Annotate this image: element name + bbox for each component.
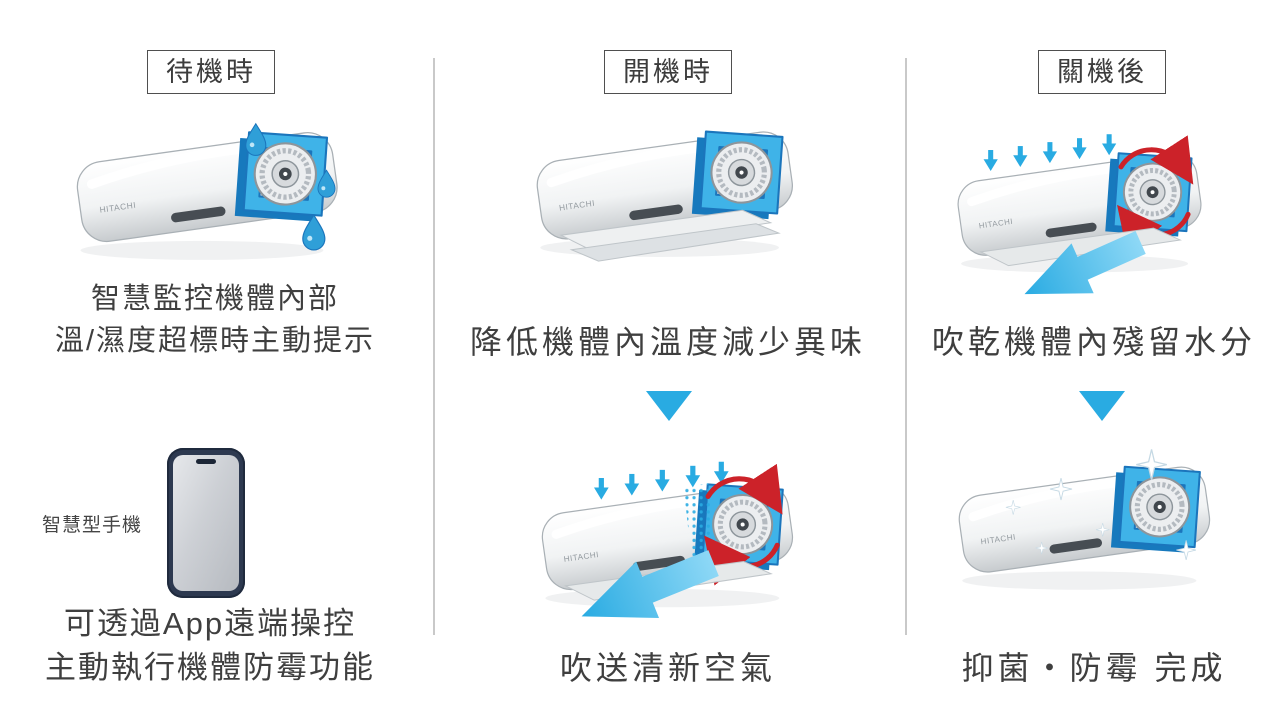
poweron-title-box: 開機時: [604, 50, 732, 94]
poweroff-title: 關機後: [1057, 57, 1147, 87]
poweron-footer-text: 吹送清新空氣: [559, 650, 776, 686]
flow-down-arrow-icon: [1079, 391, 1125, 421]
standby-caption: 智慧監控機體內部 溫/濕度超標時主動提示: [0, 278, 430, 362]
standby-caption-line1: 智慧監控機體內部: [90, 283, 339, 315]
poweroff-caption: 吹乾機體內殘留水分: [908, 322, 1280, 362]
flow-down-arrow-icon: [646, 391, 692, 421]
open-flap: [559, 209, 781, 262]
poweron-title: 開機時: [623, 57, 713, 87]
poweron-caption-text: 降低機體內溫度減少異味: [469, 324, 866, 360]
ac-unit-drying-illustration: [945, 134, 1217, 315]
smartphone-illustration: [167, 448, 245, 598]
poweron-caption: 降低機體內溫度減少異味: [438, 322, 898, 362]
standby-caption-line2: 溫/濕度超標時主動提示: [54, 325, 376, 357]
ac-unit-airflow-illustration: [520, 461, 825, 644]
poweroff-title-box: 關機後: [1038, 50, 1166, 94]
standby-title-box: 待機時: [147, 50, 275, 94]
ac-unit-standby-illustration: [70, 92, 355, 280]
phone-screen: [173, 455, 239, 591]
standby-footer-line1: 可透過App遠端操控: [63, 606, 357, 641]
poweroff-footer-text: 抑菌・防霉 完成: [961, 650, 1227, 686]
poweroff-caption-text: 吹乾機體內殘留水分: [931, 324, 1256, 360]
ac-unit-clean-illustration: [952, 448, 1227, 604]
phone-label: 智慧型手機: [41, 515, 142, 536]
standby-footer-caption: 可透過App遠端操控 主動執行機體防霉功能: [0, 602, 420, 690]
standby-footer-line2: 主動執行機體防霉功能: [45, 650, 375, 685]
standby-title: 待機時: [166, 57, 256, 87]
column-divider-2: [905, 58, 907, 635]
column-divider-1: [433, 58, 435, 635]
poweroff-footer-caption: 抑菌・防霉 完成: [908, 648, 1280, 688]
phone-notch-icon: [196, 459, 216, 464]
ac-unit-poweron-illustration: [530, 92, 810, 262]
poweron-footer-caption: 吹送清新空氣: [438, 648, 898, 688]
